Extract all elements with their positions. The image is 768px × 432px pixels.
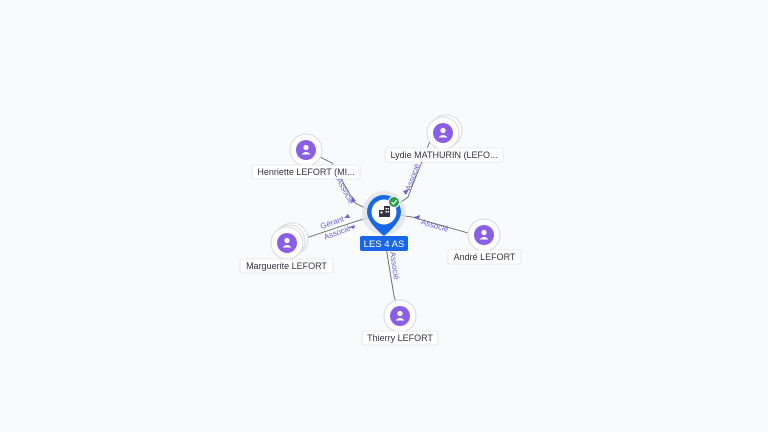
building-icon (379, 206, 390, 217)
person-icon (479, 229, 489, 240)
edge-label: Associé (420, 217, 450, 234)
node-label: Lydie MATHURIN (LEFO... (390, 150, 497, 160)
person-icon (282, 237, 292, 248)
center-node[interactable]: LES 4 AS (360, 191, 408, 251)
center-label: LES 4 AS (364, 239, 405, 250)
node-label: Thierry LEFORT (367, 333, 433, 343)
node-henriette[interactable]: Henriette LEFORT (MI... (251, 133, 361, 180)
node-andre[interactable]: André LEFORT (447, 218, 522, 265)
edge-label: Associé (404, 162, 422, 192)
node-marguerite[interactable]: Marguerite LEFORT (239, 222, 334, 274)
person-icon (395, 310, 405, 321)
node-lydie[interactable]: Lydie MATHURIN (LEFO... (384, 114, 504, 163)
node-label: Henriette LEFORT (MI... (257, 167, 354, 177)
node-label: André LEFORT (454, 252, 516, 262)
person-icon (301, 144, 311, 155)
node-thierry[interactable]: Thierry LEFORT (361, 299, 439, 346)
person-icon (438, 127, 448, 138)
check-badge-icon (388, 196, 400, 208)
node-label: Marguerite LEFORT (246, 261, 327, 271)
edge-label: Associé (388, 251, 401, 281)
edge-label: Associé (335, 176, 356, 205)
